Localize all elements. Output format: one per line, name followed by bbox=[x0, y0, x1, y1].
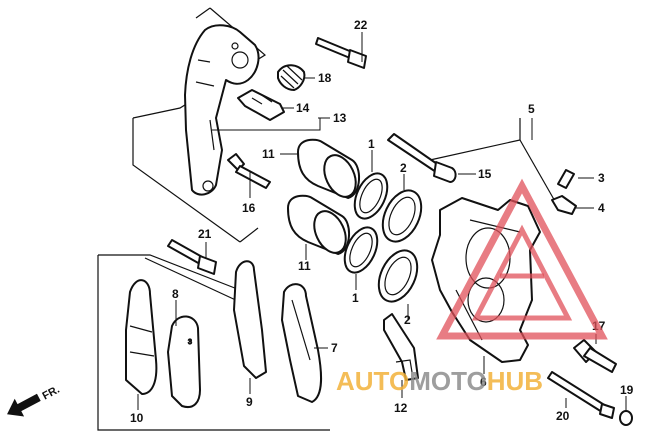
callout-9: 9 bbox=[246, 395, 253, 409]
caliper-bracket bbox=[184, 24, 260, 196]
callout-16: 16 bbox=[242, 201, 256, 215]
callout-19: 19 bbox=[620, 383, 634, 397]
pin-boot bbox=[277, 64, 306, 91]
piston-upper bbox=[297, 138, 360, 199]
callout-5: 5 bbox=[528, 102, 535, 116]
watermark-triangle-logo bbox=[436, 178, 608, 340]
assembly-outline-pads-box bbox=[97, 254, 330, 431]
callout-2-upper: 2 bbox=[400, 161, 407, 175]
bolt-16 bbox=[227, 153, 271, 189]
callout-labels: 22 18 14 13 5 11 1 2 15 3 4 16 21 11 1 2… bbox=[130, 18, 634, 425]
piston-seal-lower bbox=[343, 226, 379, 274]
callout-11-lower: 11 bbox=[298, 259, 311, 273]
watermark-text: AUTOMOTOHUB bbox=[336, 366, 543, 396]
callout-1-upper: 1 bbox=[368, 137, 375, 151]
bleeder-cap bbox=[551, 195, 577, 215]
bleeder-valve bbox=[557, 169, 575, 189]
callout-2-lower: 2 bbox=[404, 313, 411, 327]
callout-18: 18 bbox=[318, 71, 332, 85]
caliper-pin bbox=[387, 133, 457, 183]
callout-13: 13 bbox=[333, 111, 347, 125]
pad-spring-clip bbox=[237, 89, 285, 121]
washer-19 bbox=[619, 410, 633, 426]
dust-seal-lower bbox=[377, 249, 419, 303]
automotohub-watermark: AUTOMOTOHUB bbox=[336, 178, 608, 396]
callout-7: 7 bbox=[331, 341, 338, 355]
callout-22: 22 bbox=[354, 18, 368, 32]
dust-seal-upper bbox=[381, 189, 423, 243]
callout-14: 14 bbox=[296, 101, 310, 115]
bolt-17 bbox=[573, 339, 617, 373]
callout-3: 3 bbox=[598, 171, 605, 185]
pad-retainer-clip bbox=[383, 313, 419, 381]
brake-pad-10 bbox=[125, 279, 158, 395]
bolt-20 bbox=[547, 371, 615, 419]
piston-lower bbox=[287, 194, 350, 255]
callout-4: 4 bbox=[598, 201, 605, 215]
brake-pad-8: 3 bbox=[167, 315, 201, 408]
bolt-22 bbox=[315, 37, 367, 69]
assembly-outline-caliper bbox=[429, 118, 561, 211]
callout-1-lower: 1 bbox=[352, 291, 359, 305]
callout-11-upper: 11 bbox=[262, 147, 275, 161]
callout-8: 8 bbox=[172, 287, 179, 301]
piston-seal-upper bbox=[353, 172, 389, 220]
callout-10: 10 bbox=[130, 411, 144, 425]
callout-12: 12 bbox=[394, 401, 408, 415]
leader-lines bbox=[137, 32, 627, 410]
bolt-21 bbox=[167, 239, 217, 275]
callout-20: 20 bbox=[556, 409, 570, 423]
callout-6: 6 bbox=[480, 375, 487, 389]
front-arrow-label: FR. bbox=[40, 384, 61, 403]
callout-21: 21 bbox=[198, 227, 212, 241]
svg-text:3: 3 bbox=[188, 339, 192, 346]
front-direction-arrow: FR. bbox=[7, 384, 62, 417]
callout-15: 15 bbox=[478, 167, 492, 181]
brake-pad-7 bbox=[281, 283, 323, 403]
brake-pad-9 bbox=[233, 260, 267, 379]
